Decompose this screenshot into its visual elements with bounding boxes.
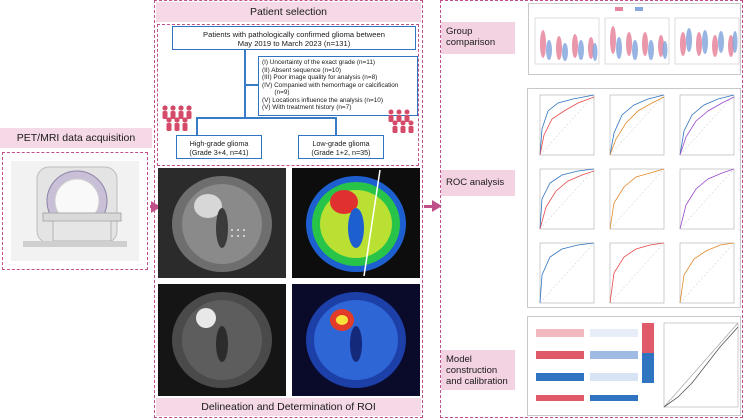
calibration-plot-icon (642, 322, 739, 408)
exclusion-4: (IV) Companied with hemorrhage or calcif… (262, 81, 399, 89)
violin-panel (528, 3, 741, 75)
model-label-line-3: and calibration (446, 376, 508, 387)
acquisition-title: PET/MRI data acquisition (16, 132, 136, 144)
people-group-icon (162, 105, 192, 131)
model-label-line-1: Model (446, 354, 472, 365)
delineation-title: Delineation and Determination of ROI (201, 401, 376, 413)
delineation-band: Delineation and Determination of ROI (156, 398, 421, 416)
high-grade-box: High-grade glioma (Grade 3+4, n=41) (176, 135, 262, 159)
patient-selection-title: Patient selection (249, 6, 328, 18)
inclusion-line-2: May 2019 to March 2023 (n=131) (237, 39, 351, 48)
brain-scan-icon (158, 168, 420, 396)
roc-curve-icon (539, 94, 735, 304)
selection-inner-frame (157, 24, 419, 166)
model-label: Model construction and calibration (446, 354, 508, 387)
heatmap-icon (536, 329, 638, 401)
model-label-line-2: construction (446, 365, 498, 376)
acquisition-title-band: PET/MRI data acquisition (0, 128, 152, 148)
roc-panel (527, 88, 741, 308)
group-label-line-1: Group (446, 26, 473, 37)
low-grade-line-2: (Grade 1+2, n=35) (311, 148, 371, 157)
exclusion-2: (II) Absent sequence (n=10) (262, 66, 342, 74)
roc-label: ROC analysis (446, 177, 504, 188)
mri-scanner-frame (2, 152, 148, 270)
group-label-strip (441, 22, 515, 54)
inclusion-line-1: Patients with pathologically confirmed g… (203, 30, 385, 39)
high-grade-line-2: (Grade 3+4, n=41) (189, 148, 249, 157)
mri-scanner-icon (11, 161, 139, 261)
people-group-icon-right (388, 109, 414, 133)
inclusion-box: Patients with pathologically confirmed g… (172, 26, 416, 50)
exclusion-6: (V) With treatment history (n=7) (262, 104, 352, 111)
roc-label-strip (441, 170, 515, 196)
exclusion-5: (V) Locations influence the analysis (n=… (262, 96, 383, 104)
exclusion-1: (I) Uncertainty of the exact grade (n=11… (262, 59, 376, 66)
flow-to-exclusion (244, 84, 258, 86)
arrow-head-center-to-right (432, 200, 442, 212)
group-label-line-2: comparison (446, 37, 496, 48)
flow-to-low (335, 117, 337, 135)
group-label: Group comparison (446, 26, 495, 48)
exclusion-3: (III) Poor image quality for analysis (n… (262, 74, 378, 81)
roc-label-line-1: ROC analysis (446, 177, 505, 188)
low-grade-line-1: Low-grade glioma (312, 139, 370, 148)
arrow-center-to-right (424, 205, 434, 208)
model-panel (527, 316, 741, 416)
flow-to-high (196, 117, 198, 135)
exclusion-box: (I) Uncertainty of the exact grade (n=11… (258, 56, 418, 116)
low-grade-box: Low-grade glioma (Grade 1+2, n=35) (298, 135, 384, 159)
arrow-head-left-to-center (151, 201, 161, 213)
exclusion-4-cont: (n=9) (262, 89, 290, 96)
flow-branch-horizontal (196, 117, 336, 119)
model-label-strip (441, 350, 515, 390)
violin-plot-icon (534, 7, 740, 65)
high-grade-line-1: High-grade glioma (189, 139, 249, 148)
patient-selection-band: Patient selection (156, 2, 421, 22)
